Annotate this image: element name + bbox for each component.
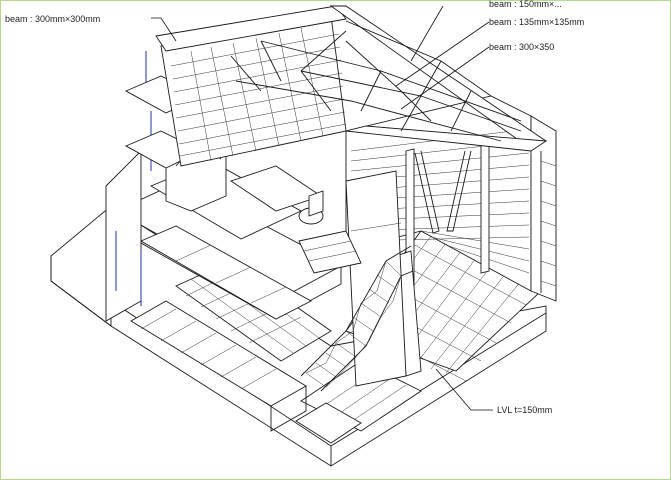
label-beam-300x300: beam : 300mm×300mm xyxy=(5,14,101,24)
label-beam-top-partial: beam : 150mm×... xyxy=(489,0,562,9)
roof-rafters xyxy=(155,5,347,167)
roof-trusses xyxy=(230,5,548,152)
stair xyxy=(300,245,414,392)
label-beam-135x135: beam : 135mm×135mm xyxy=(489,17,585,27)
label-beam-300x350: beam : 300×350 xyxy=(489,42,555,52)
floor-joists xyxy=(130,300,362,444)
right-wall xyxy=(530,115,557,302)
leader-lines xyxy=(151,5,493,411)
label-lvl: LVL t=150mm xyxy=(497,405,553,415)
